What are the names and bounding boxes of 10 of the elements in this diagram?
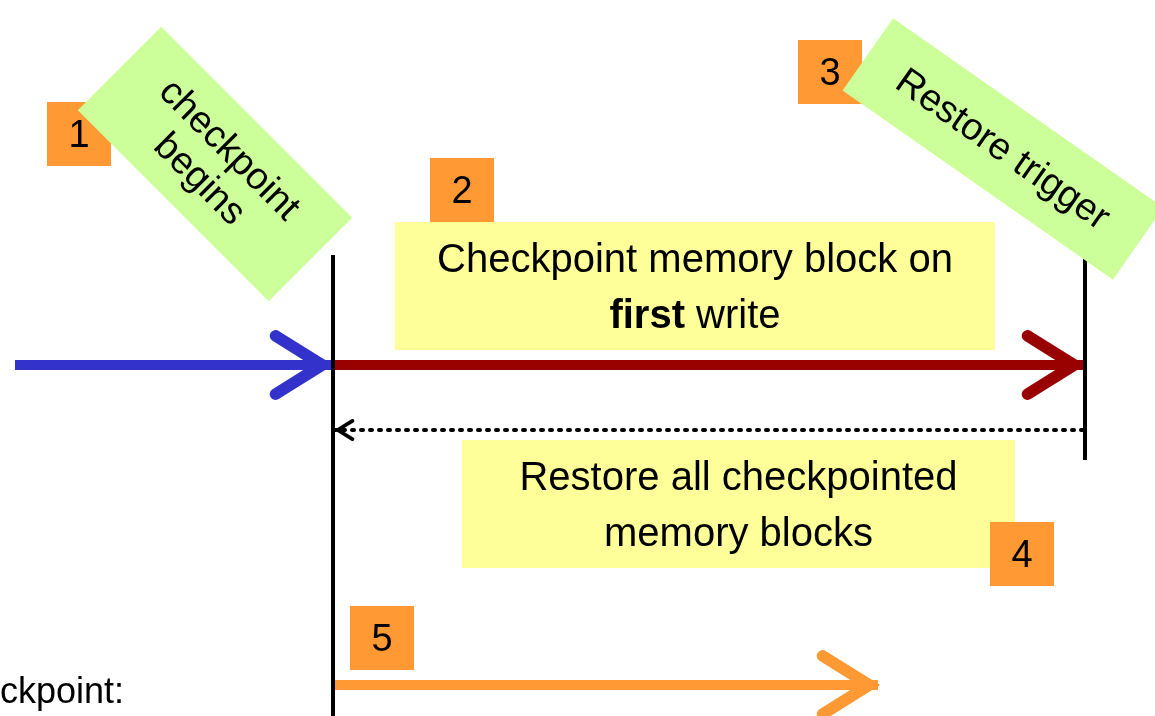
arrow: [335, 650, 878, 716]
note-text: ckpoint:: [0, 670, 125, 712]
timeline-bar: [331, 255, 335, 716]
dotted-arrow: [333, 419, 1085, 441]
callout-number: 2: [430, 158, 494, 222]
arrow: [335, 330, 1083, 400]
edge-label: Checkpoint memory block on first write: [395, 222, 995, 350]
callout-number: 5: [350, 606, 414, 670]
callout-number: 3: [798, 40, 862, 104]
arrow: [15, 330, 331, 400]
